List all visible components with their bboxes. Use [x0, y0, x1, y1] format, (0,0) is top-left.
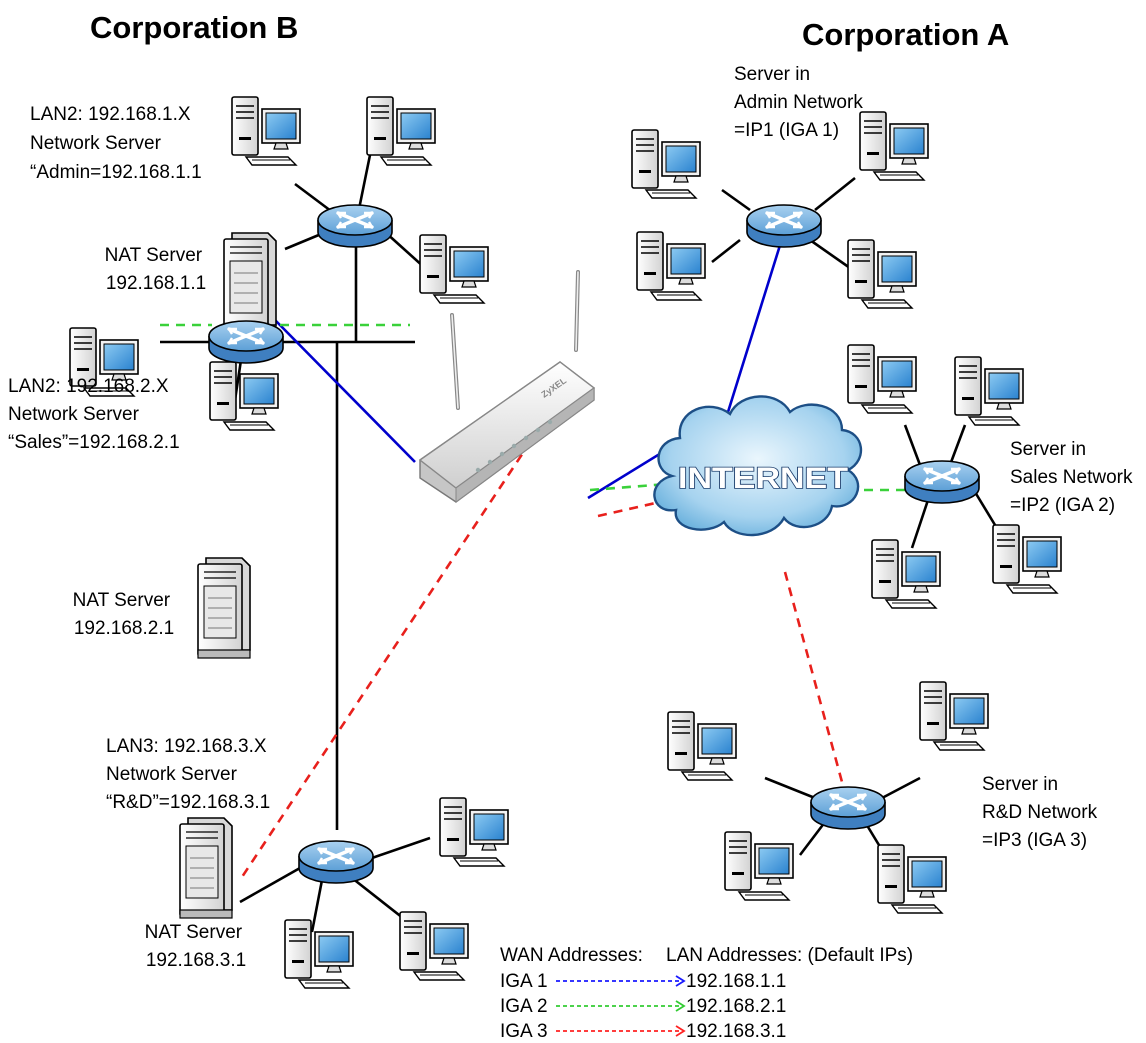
legend-wan-header: WAN Addresses: — [500, 945, 643, 966]
computer-icon — [724, 831, 794, 901]
computer-icon — [399, 911, 469, 981]
address-legend: WAN Addresses: LAN Addresses: (Default I… — [500, 945, 913, 1042]
legend-iga2: IGA 2 — [500, 996, 548, 1017]
nat-server-icon — [197, 557, 251, 659]
legend-lan1: 192.168.1.1 — [686, 971, 786, 992]
computer-icon — [859, 111, 929, 181]
iga3-links — [238, 387, 844, 881]
lan1-label: LAN2: 192.168.1.X Network Server “Admin=… — [30, 104, 202, 183]
legend-iga3: IGA 3 — [500, 1021, 548, 1042]
router-icon — [903, 459, 981, 505]
router-icon — [745, 203, 823, 249]
rnd-server-label: Server in R&D Network =IP3 (IGA 3) — [982, 774, 1102, 851]
sales-server-label: Server in Sales Network =IP2 (IGA 2) — [1010, 439, 1138, 516]
router-icon — [316, 203, 394, 249]
iga2-links — [160, 323, 905, 492]
nat2-label: NAT Server 192.168.2.1 — [73, 590, 176, 639]
lan3-label: LAN3: 192.168.3.X Network Server “R&D”=1… — [106, 736, 272, 813]
computer-icon — [667, 711, 737, 781]
nat1-label: NAT Server 192.168.1.1 — [105, 245, 208, 294]
legend-iga1: IGA 1 — [500, 971, 548, 992]
router-icon — [297, 839, 375, 885]
computer-icon — [419, 234, 489, 304]
computer-icon — [992, 524, 1062, 594]
computer-icon — [847, 344, 917, 414]
computer-icon — [631, 129, 701, 199]
computer-icon — [231, 96, 301, 166]
gateway-router-icon: ZyXEL — [418, 270, 596, 503]
nat3-label: NAT Server 192.168.3.1 — [145, 922, 248, 971]
computer-icon — [919, 681, 989, 751]
computer-icon — [636, 231, 706, 301]
corp-a-title: Corporation A — [802, 17, 1009, 52]
nat-server-icon — [223, 232, 277, 334]
router-icon — [809, 785, 887, 831]
computer-icon — [284, 919, 354, 989]
legend-lan2: 192.168.2.1 — [686, 996, 786, 1017]
legend-lan3: 192.168.3.1 — [686, 1021, 786, 1042]
router-icon — [207, 319, 285, 365]
lan-wiring — [160, 154, 431, 933]
computer-icon — [877, 844, 947, 914]
computer-icon — [209, 361, 279, 431]
lan2-label: LAN2: 192.168.2.X Network Server “Sales”… — [8, 376, 180, 453]
computer-icon — [847, 239, 917, 309]
internet-cloud-icon: INTERNET — [653, 395, 863, 537]
computer-icon — [871, 539, 941, 609]
legend-lan-header: LAN Addresses: (Default IPs) — [666, 945, 913, 966]
admin-server-label: Server in Admin Network =IP1 (IGA 1) — [734, 64, 868, 141]
computer-icon — [366, 96, 436, 166]
computer-icon — [954, 356, 1024, 426]
internet-label: INTERNET — [678, 462, 848, 495]
corp-b-title: Corporation B — [90, 10, 298, 45]
computer-icon — [439, 797, 509, 867]
nat-server-icon — [179, 817, 233, 919]
